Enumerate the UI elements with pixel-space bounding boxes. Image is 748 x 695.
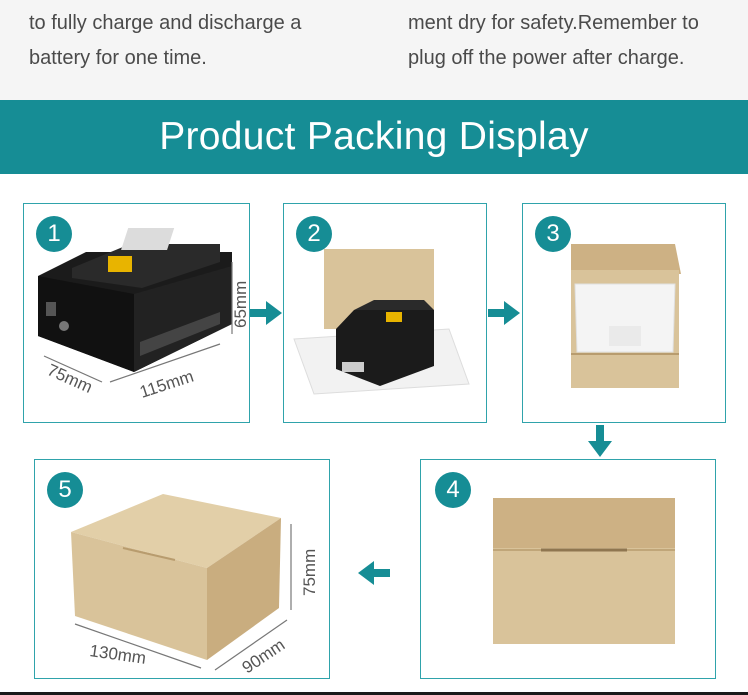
step-2-panel: 2 — [283, 203, 487, 423]
step-5-height-label: 75mm — [300, 549, 319, 596]
arrow-right-icon — [250, 301, 282, 325]
battery-dimension-illustration: 75mm 115mm 65mm — [38, 228, 250, 402]
arrow-down-icon — [588, 425, 612, 457]
step-1-height-label: 65mm — [231, 281, 250, 328]
step-5-panel: 130mm 90mm 75mm 5 — [34, 459, 330, 679]
step-1-width-label: 75mm — [44, 360, 95, 397]
open-box-illustration — [571, 244, 681, 388]
title-banner: Product Packing Display — [0, 100, 748, 174]
step-5-width-label: 90mm — [239, 635, 289, 677]
closed-box-illustration — [493, 498, 675, 644]
step-4-panel: 4 — [420, 459, 716, 679]
step-1-panel: 75mm 115mm 65mm 1 — [23, 203, 250, 423]
arrow-left-icon — [358, 561, 390, 585]
bottom-divider — [0, 692, 748, 695]
step-5-badge: 5 — [47, 472, 83, 508]
intro-band: to fully charge and discharge a battery … — [0, 0, 748, 100]
page-title: Product Packing Display — [159, 115, 589, 158]
step-5-length-label: 130mm — [88, 641, 147, 668]
step-2-badge: 2 — [296, 216, 332, 252]
battery-with-box-illustration — [293, 249, 470, 395]
packed-box-dimension-illustration: 130mm 90mm 75mm — [71, 494, 319, 677]
step-1-badge: 1 — [36, 216, 72, 252]
step-1-length-label: 115mm — [137, 367, 196, 402]
step-3-panel: 3 — [522, 203, 726, 423]
intro-text-left: to fully charge and discharge a battery … — [29, 12, 302, 69]
step-4-badge: 4 — [435, 472, 471, 508]
step-3-badge: 3 — [535, 216, 571, 252]
intro-text-right: ment dry for safety.Remember to plug off… — [408, 12, 699, 69]
arrow-right-icon — [488, 301, 520, 325]
